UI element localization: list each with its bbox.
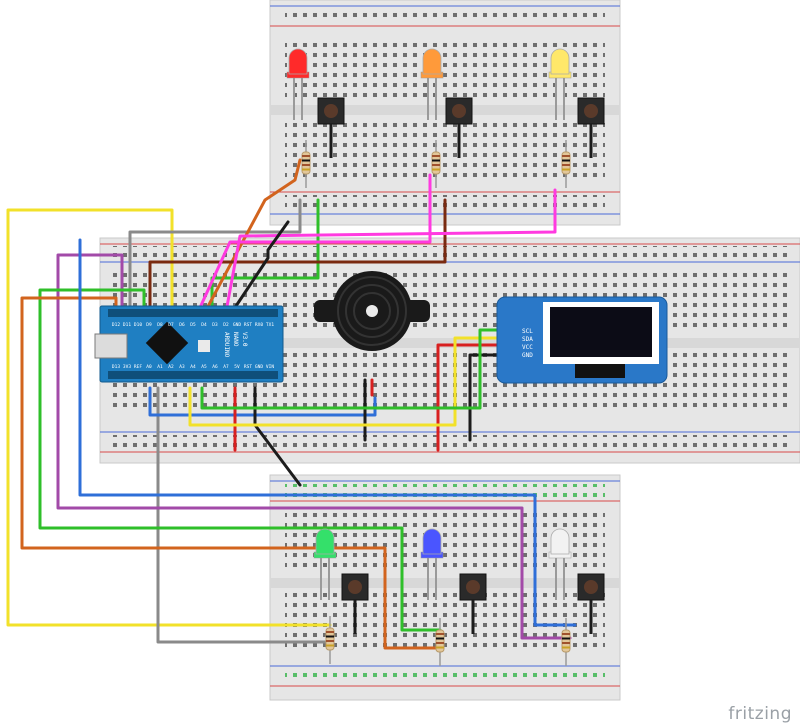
nano-pin-top-label: RST bbox=[244, 322, 252, 328]
push-button bbox=[459, 573, 487, 634]
nano-pin-top-label: D3 bbox=[212, 322, 218, 328]
nano-pin-top-label: D5 bbox=[190, 322, 196, 328]
wire-yellow-oled bbox=[188, 336, 517, 427]
nano-pin-top-label: D12 bbox=[112, 322, 120, 328]
nano-pin-top-label: D7 bbox=[168, 322, 174, 328]
nano-name-2: NANO bbox=[232, 332, 239, 347]
resistor bbox=[431, 140, 441, 188]
nano-pin-top-label: D2 bbox=[223, 322, 229, 328]
fritzing-watermark: fritzing bbox=[728, 704, 792, 724]
led-yellow bbox=[548, 48, 572, 120]
wire-green-top bbox=[210, 198, 320, 314]
wire-green-oled bbox=[200, 328, 517, 410]
oled-pin-label: SDA bbox=[522, 336, 533, 343]
nano-pin-top-label: D4 bbox=[201, 322, 207, 328]
wire-gray bbox=[156, 386, 332, 644]
breadboard-bottom bbox=[269, 474, 621, 701]
piezo-buzzer bbox=[314, 271, 430, 351]
resistor bbox=[325, 616, 335, 664]
nano-pin-top-label: D9 bbox=[146, 322, 152, 328]
push-button bbox=[445, 97, 473, 158]
nano-pin-bottom-label: A5 bbox=[201, 364, 207, 370]
wire-red-3 bbox=[436, 343, 517, 452]
resistor bbox=[435, 618, 445, 666]
oled-pin-label: SCL bbox=[522, 328, 533, 335]
reset-button bbox=[198, 340, 210, 352]
led-red bbox=[286, 48, 310, 120]
wire-pink bbox=[196, 173, 432, 314]
wire-green bbox=[38, 288, 442, 632]
wire-purple bbox=[56, 253, 572, 640]
nano-pin-top-label: D11 bbox=[123, 322, 131, 328]
nano-pin-bottom-label: A4 bbox=[190, 364, 196, 370]
nano-pin-bottom-label: 3V3 bbox=[123, 364, 131, 370]
wire-pink-long bbox=[224, 188, 557, 314]
nano-pin-top-label: D8 bbox=[157, 322, 163, 328]
push-button bbox=[317, 97, 345, 158]
led-green bbox=[313, 528, 337, 600]
mcu-chip bbox=[145, 321, 189, 365]
oled-pin-label: GND bbox=[522, 352, 533, 359]
wire-black-1 bbox=[230, 220, 290, 314]
nano-version: V3.0 bbox=[241, 332, 248, 347]
nano-name-1: ARDUINO bbox=[223, 332, 230, 358]
led-orange bbox=[420, 48, 444, 120]
nano-pin-bottom-label: REF bbox=[134, 364, 142, 370]
nano-pin-bottom-label: A1 bbox=[157, 364, 163, 370]
components bbox=[286, 48, 605, 666]
nano-pin-top-label: RX0 bbox=[255, 322, 263, 328]
wire-orange bbox=[20, 296, 442, 650]
resistor bbox=[561, 618, 571, 666]
nano-pin-top-label: TX1 bbox=[266, 322, 274, 328]
wire-yellow bbox=[6, 208, 332, 627]
nano-pin-bottom-label: A6 bbox=[212, 364, 218, 370]
wires bbox=[6, 158, 577, 650]
nano-pin-bottom-label: D13 bbox=[112, 364, 120, 370]
push-button bbox=[341, 573, 369, 634]
wire-brown bbox=[148, 198, 447, 314]
nano-pin-bottom-label: A7 bbox=[223, 364, 229, 370]
led-white bbox=[548, 528, 572, 600]
nano-pin-bottom-label: VIN bbox=[266, 364, 274, 370]
nano-pin-bottom-label: RST bbox=[244, 364, 252, 370]
led-blue bbox=[420, 528, 444, 600]
resistor bbox=[561, 140, 571, 188]
nano-pin-bottom-label: 5V bbox=[234, 364, 240, 370]
wire-gray-top bbox=[128, 198, 302, 314]
resistor bbox=[301, 140, 311, 188]
nano-pin-top-label: GND bbox=[233, 322, 241, 328]
nano-pin-top-label: D10 bbox=[134, 322, 142, 328]
nano-pin-bottom-label: A3 bbox=[179, 364, 185, 370]
usb-connector bbox=[94, 333, 128, 359]
nano-pin-bottom-label: A2 bbox=[168, 364, 174, 370]
oled-pin-label: VCC bbox=[522, 344, 533, 351]
nano-pin-bottom-label: A0 bbox=[146, 364, 152, 370]
push-button bbox=[577, 573, 605, 634]
push-button bbox=[577, 97, 605, 158]
nano-pin-bottom-label: GND bbox=[255, 364, 263, 370]
wire-blue bbox=[78, 238, 577, 627]
nano-pin-top-label: D6 bbox=[179, 322, 185, 328]
